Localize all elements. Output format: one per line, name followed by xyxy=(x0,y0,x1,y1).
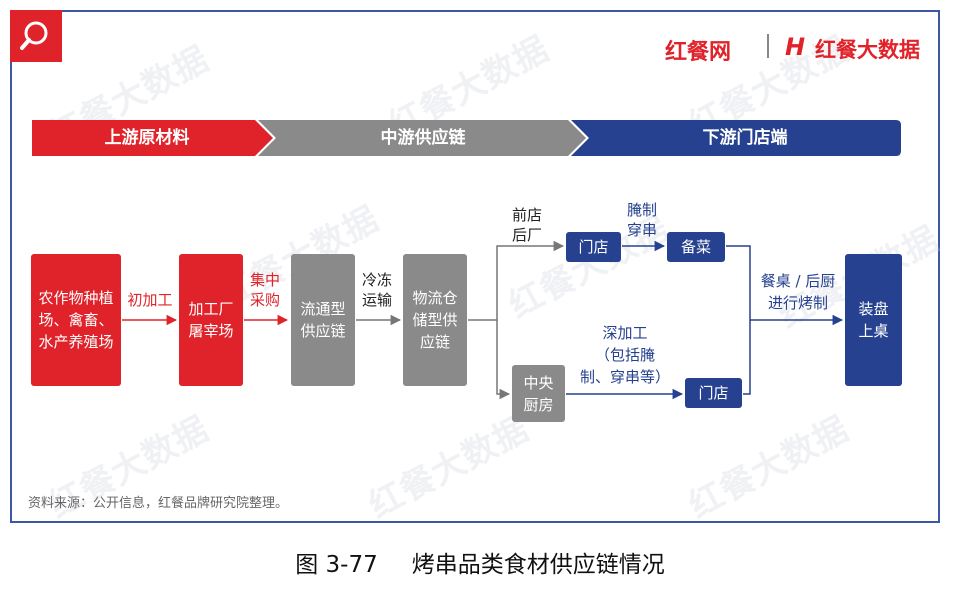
figure-number: 图 3-77 xyxy=(295,552,378,578)
brand-separator xyxy=(767,34,769,58)
search-icon xyxy=(20,21,48,50)
stage-label-downstream: 下游门店端 xyxy=(702,128,788,148)
arrow-warehouse-to-store xyxy=(468,240,565,321)
brand-corner xyxy=(10,10,62,62)
figure-frame xyxy=(10,10,940,523)
edge-label-marinate-skewer: 腌制穿串 xyxy=(626,201,657,239)
edge-label-deep-processing-2: （包括腌 xyxy=(594,346,655,364)
stage-label-midstream: 中游供应链 xyxy=(380,128,466,148)
arrow-store-to-serve xyxy=(743,320,751,395)
stage-arrow-upstream xyxy=(32,120,273,156)
node-warehouse-supply-chain: 物流仓储型供应链 xyxy=(403,254,467,386)
node-store-back: 门店 xyxy=(685,378,742,408)
edge-label-deep-processing-3: 制、穿串等） xyxy=(579,368,670,386)
source-note: 资料来源：公开信息，红餐品牌研究院整理。 xyxy=(28,496,289,511)
brand-name-bigdata: 红餐大数据 xyxy=(815,38,920,62)
node-prep: 备菜 xyxy=(667,232,725,262)
node-processing-plant: 加工厂屠宰场 xyxy=(179,254,243,386)
stage-label-upstream: 上游原材料 xyxy=(104,128,190,148)
edge-label-dine-kitchen: 餐桌 / 后厨进行烤制 xyxy=(760,272,836,312)
arrow-warehouse-to-kitchen xyxy=(496,320,511,400)
node-logistics-supply-chain: 流通型供应链 xyxy=(291,254,355,386)
stage-arrow-downstream xyxy=(571,120,901,156)
arrow-prep-to-serve xyxy=(726,245,844,326)
edge-label-primary-processing: 初加工 xyxy=(127,291,173,309)
node-serve: 装盘上桌 xyxy=(845,254,902,386)
node-central-kitchen: 中央厨房 xyxy=(512,365,565,422)
brand-name-hongcan: 红餐网 xyxy=(665,40,732,65)
edge-label-centralized-purchase: 集中采购 xyxy=(249,271,280,309)
stage-arrow-midstream xyxy=(258,120,586,156)
edge-label-deep-processing-1: 深加工 xyxy=(602,324,648,342)
figure-title: 烤串品类食材供应链情况 xyxy=(411,552,665,578)
edge-label-front-store-factory: 前店后厂 xyxy=(511,206,542,244)
brand-logo-mark: H xyxy=(785,33,806,61)
figure-caption: 图 3-77 烤串品类食材供应链情况 xyxy=(0,545,960,579)
node-store-front: 门店 xyxy=(566,232,621,262)
stage-banner xyxy=(32,120,901,156)
node-farm: 农作物种植场、禽畜、水产养殖场 xyxy=(31,254,121,386)
edge-label-cold-chain: 冷冻运输 xyxy=(361,271,392,309)
